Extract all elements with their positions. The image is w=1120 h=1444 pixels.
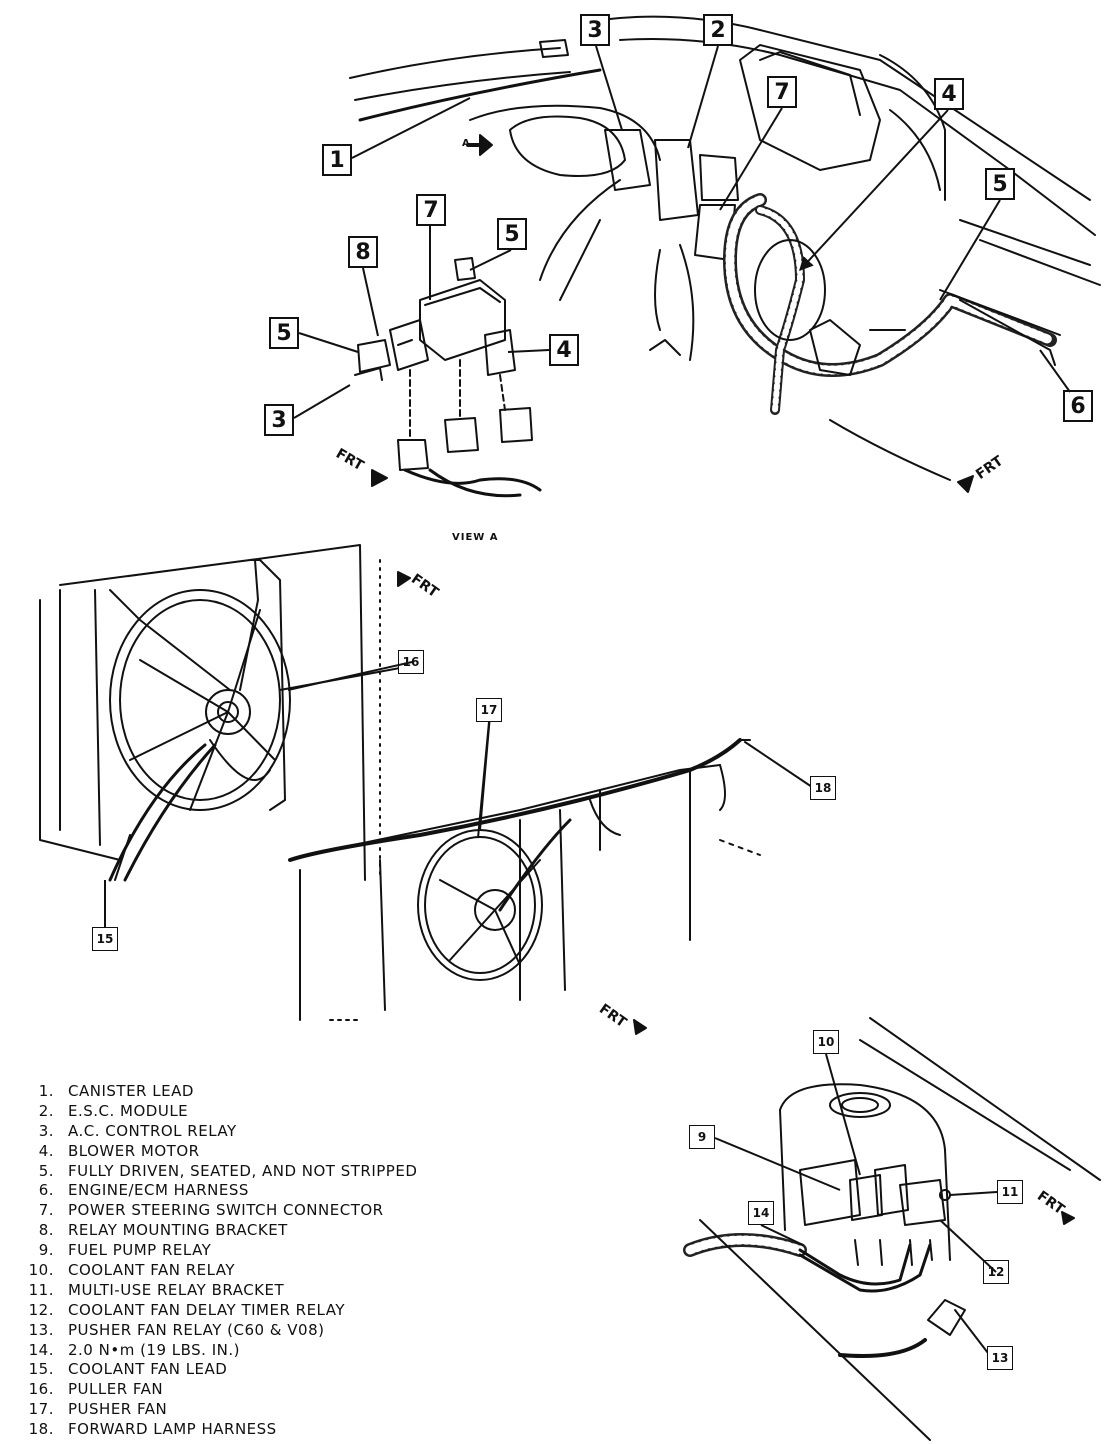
pusher-fan-drawing: [288, 714, 813, 1021]
callout-4-view-a: 4: [549, 334, 579, 366]
callout-4: 4: [934, 78, 964, 110]
legend-item: 13.PUSHER FAN RELAY (C60 & V08): [28, 1320, 325, 1339]
puller-fan-drawing: [39, 544, 401, 882]
callout-8: 8: [348, 236, 378, 268]
callout-18: 18: [810, 776, 836, 800]
callout-15: 15: [92, 927, 118, 951]
callout-5-view-a-upper: 5: [497, 218, 527, 250]
legend-item: 4.BLOWER MOTOR: [38, 1141, 200, 1160]
callout-6: 6: [1063, 390, 1093, 422]
legend-item: 15.COOLANT FAN LEAD: [28, 1360, 228, 1379]
callout-17: 17: [476, 698, 502, 722]
legend-item: 8.RELAY MOUNTING BRACKET: [38, 1221, 288, 1240]
callout-16: 16: [398, 650, 424, 674]
callout-12: 12: [983, 1260, 1009, 1284]
legend-item: 1.CANISTER LEAD: [38, 1082, 194, 1100]
legend-item: 12.COOLANT FAN DELAY TIMER RELAY: [28, 1300, 346, 1319]
legend-item: 6.ENGINE/ECM HARNESS: [38, 1181, 249, 1200]
legend-item: 18.FORWARD LAMP HARNESS: [28, 1420, 277, 1439]
view-a-marker: A: [462, 138, 470, 149]
parts-legend: 1.CANISTER LEAD 2.E.S.C. MODULE 3.A.C. C…: [16, 1082, 417, 1440]
legend-item: 5.FULLY DRIVEN, SEATED, AND NOT STRIPPED: [38, 1161, 418, 1180]
callout-10: 10: [813, 1030, 839, 1054]
callout-3-view-a: 3: [264, 404, 294, 436]
legend-item: 2.E.S.C. MODULE: [38, 1101, 189, 1120]
callout-3: 3: [580, 14, 610, 46]
relay-bracket-drawing: [683, 1017, 1101, 1441]
legend-item: 7.POWER STEERING SWITCH CONNECTOR: [38, 1201, 384, 1220]
callout-7-view-a: 7: [416, 194, 446, 226]
callout-2: 2: [703, 14, 733, 46]
callout-14: 14: [748, 1201, 774, 1225]
callout-7: 7: [767, 76, 797, 108]
legend-item: 9.FUEL PUMP RELAY: [38, 1241, 212, 1260]
callout-5: 5: [985, 168, 1015, 200]
legend-item: 10.COOLANT FAN RELAY: [28, 1261, 236, 1280]
legend-item: 14.2.0 N•m (19 LBS. IN.): [28, 1340, 240, 1359]
view-a-caption: VIEW A: [452, 532, 499, 543]
callout-5-view-a-lower: 5: [269, 317, 299, 349]
legend-item: 17.PUSHER FAN: [28, 1400, 168, 1419]
callout-9: 9: [689, 1125, 715, 1149]
legend-item: 11.MULTI-USE RELAY BRACKET: [28, 1280, 285, 1299]
legend-item: 16.PULLER FAN: [28, 1380, 164, 1399]
callout-11: 11: [997, 1180, 1023, 1204]
legend-item: 3.A.C. CONTROL RELAY: [38, 1121, 237, 1140]
callout-1: 1: [322, 144, 352, 176]
callout-13: 13: [987, 1346, 1013, 1370]
